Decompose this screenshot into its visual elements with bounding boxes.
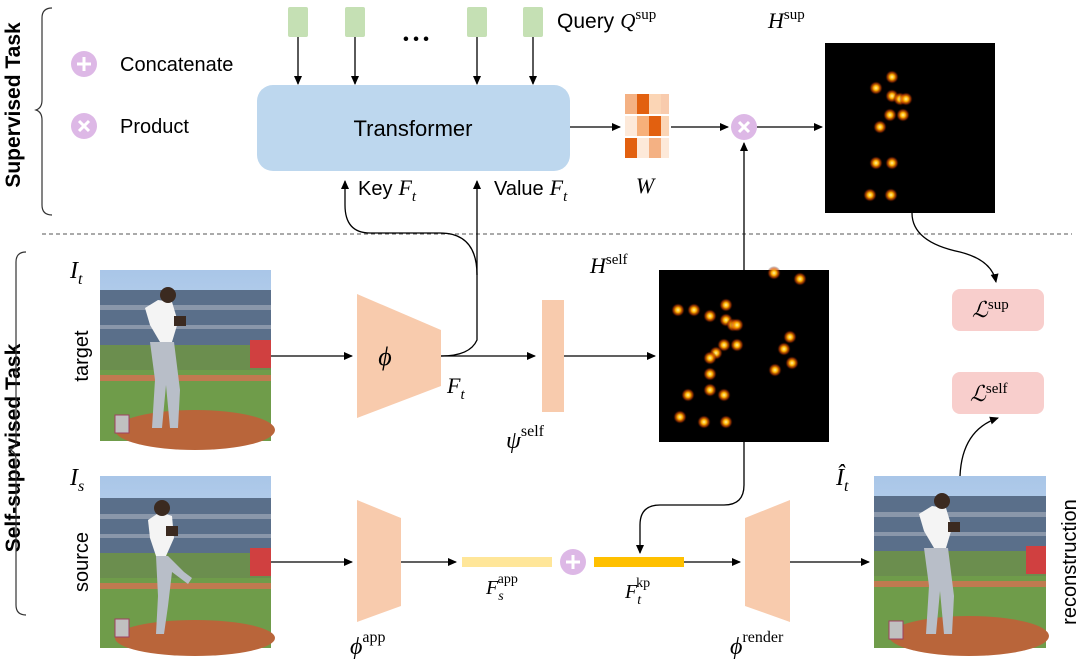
- keypoint-blob: [703, 309, 717, 323]
- ft-label: Ft: [446, 373, 465, 403]
- concatenate-operator-icon: [560, 549, 586, 575]
- psi-self-label: ψself: [506, 423, 545, 454]
- keypoint-blob: [869, 81, 883, 95]
- self-supervised-brace: [8, 251, 27, 616]
- keypoint-blob: [719, 298, 733, 312]
- keypoint-blob: [873, 120, 887, 134]
- phi-app-encoder: [357, 500, 401, 622]
- weight-matrix: [625, 94, 669, 158]
- hself-label: Hself: [589, 252, 628, 278]
- keypoint-blob: [697, 415, 711, 429]
- hsup-label: Hsup: [767, 7, 805, 33]
- keypoint-blob: [768, 363, 782, 377]
- phi-render-decoder: [745, 500, 790, 622]
- legend-product-label: Product: [120, 116, 189, 138]
- query-ellipsis: • • •: [403, 31, 429, 48]
- concatenate-icon: [71, 51, 97, 77]
- keypoint-blob: [767, 266, 781, 280]
- target-row-label: target: [71, 330, 93, 382]
- keypoint-blob: [885, 156, 899, 170]
- keypoint-blob: [719, 415, 733, 429]
- keypoint-blob: [899, 92, 913, 106]
- keypoint-blob: [783, 330, 797, 344]
- reconstruction-image: [874, 476, 1049, 656]
- loss-self-box: [952, 372, 1044, 414]
- ft-to-key-arrow: [341, 180, 478, 276]
- loss-sup-label: ℒsup: [972, 297, 1009, 322]
- hsup-to-loss-arrow: [911, 212, 999, 283]
- keypoint-blob: [730, 338, 744, 352]
- hsup-heatmap: [825, 43, 995, 213]
- recon-to-loss-arrow: [959, 416, 999, 477]
- keypoint-blob: [681, 388, 695, 402]
- keypoint-blob: [687, 303, 701, 317]
- phi-label: ϕ: [378, 342, 391, 371]
- fs-app-feature: [462, 557, 552, 567]
- keypoint-blob: [863, 188, 877, 202]
- loss-sup-box: [952, 289, 1044, 331]
- keypoint-blob: [883, 108, 897, 122]
- fs-app-label: Fsapp: [485, 572, 518, 604]
- keypoint-blob: [717, 388, 731, 402]
- legend-concatenate-label: Concatenate: [120, 54, 233, 76]
- keypoint-blob: [793, 272, 807, 286]
- query-token: [345, 7, 365, 37]
- transformer-block: [257, 85, 570, 171]
- keypoint-blob: [703, 351, 717, 365]
- query-token: [467, 7, 487, 37]
- query-token: [288, 7, 308, 37]
- ft-kp-label: Ftkp: [624, 576, 650, 608]
- ft-to-value-arrow: [440, 180, 481, 357]
- keypoint-blob: [869, 156, 883, 170]
- hself-keypoints: [671, 266, 807, 429]
- hself-heatmap: [659, 270, 829, 442]
- phi-encoder: [357, 294, 441, 418]
- phi-app-label: ϕapp: [350, 629, 386, 660]
- ft-kp-feature: [594, 557, 684, 567]
- reconstruction-label: reconstruction: [1059, 499, 1081, 625]
- source-image: [100, 476, 275, 656]
- keypoint-blob: [777, 342, 791, 356]
- loss-self-label: ℒself: [970, 381, 1008, 406]
- supervised-task-label: Supervised Task: [2, 22, 25, 188]
- hsup-keypoints: [863, 70, 913, 202]
- keypoint-blob: [671, 303, 685, 317]
- target-image: [100, 270, 275, 450]
- weight-label: W: [636, 173, 656, 198]
- product-icon: [71, 113, 97, 139]
- transformer-label: Transformer: [354, 116, 473, 141]
- source-row-label: source: [71, 532, 93, 592]
- psi-self-block: [542, 300, 564, 412]
- product-operator-icon: [731, 114, 757, 140]
- target-image-label: It: [69, 258, 83, 288]
- supervised-brace: [34, 7, 53, 216]
- source-image-label: Is: [69, 465, 84, 495]
- keypoint-blob: [730, 318, 744, 332]
- keypoint-blob: [703, 367, 717, 381]
- phi-render-label: ϕrender: [730, 629, 784, 660]
- hself-to-ftkp-arrow: [636, 442, 745, 554]
- recon-image-label: Ît: [835, 465, 849, 495]
- keypoint-blob: [785, 356, 799, 370]
- keypoint-blob: [703, 383, 717, 397]
- keypoint-blob: [673, 410, 687, 424]
- keypoint-blob: [884, 188, 898, 202]
- keypoint-blob: [885, 70, 899, 84]
- keypoint-blob: [896, 108, 910, 122]
- query-token: [523, 7, 543, 37]
